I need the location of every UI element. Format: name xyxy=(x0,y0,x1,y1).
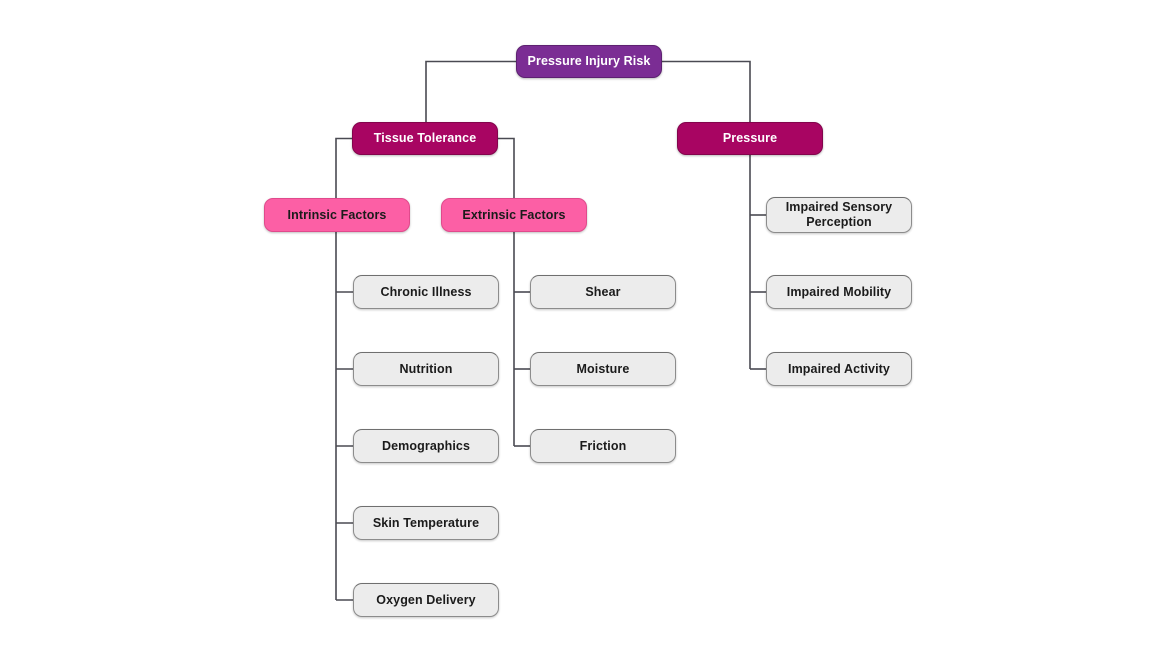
node-impaired-activity[interactable]: Impaired Activity xyxy=(766,352,912,386)
node-impaired-sensory-perception[interactable]: Impaired Sensory Perception xyxy=(766,197,912,233)
node-moisture[interactable]: Moisture xyxy=(530,352,676,386)
node-friction[interactable]: Friction xyxy=(530,429,676,463)
node-chronic-illness[interactable]: Chronic Illness xyxy=(353,275,499,309)
node-demographics[interactable]: Demographics xyxy=(353,429,499,463)
node-pressure-injury-risk[interactable]: Pressure Injury Risk xyxy=(516,45,662,78)
node-pressure[interactable]: Pressure xyxy=(677,122,823,155)
edge-root-to-pressure xyxy=(662,60,751,122)
node-impaired-mobility[interactable]: Impaired Mobility xyxy=(766,275,912,309)
edge-root-to-tissue-tolerance xyxy=(425,60,516,122)
edge-tissue-tolerance-to-intrinsic xyxy=(335,137,352,198)
edge-tissue-tolerance-to-extrinsic xyxy=(498,137,515,198)
node-nutrition[interactable]: Nutrition xyxy=(353,352,499,386)
node-extrinsic-factors[interactable]: Extrinsic Factors xyxy=(441,198,587,232)
node-shear[interactable]: Shear xyxy=(530,275,676,309)
node-skin-temperature[interactable]: Skin Temperature xyxy=(353,506,499,540)
node-tissue-tolerance[interactable]: Tissue Tolerance xyxy=(352,122,498,155)
node-intrinsic-factors[interactable]: Intrinsic Factors xyxy=(264,198,410,232)
node-oxygen-delivery[interactable]: Oxygen Delivery xyxy=(353,583,499,617)
